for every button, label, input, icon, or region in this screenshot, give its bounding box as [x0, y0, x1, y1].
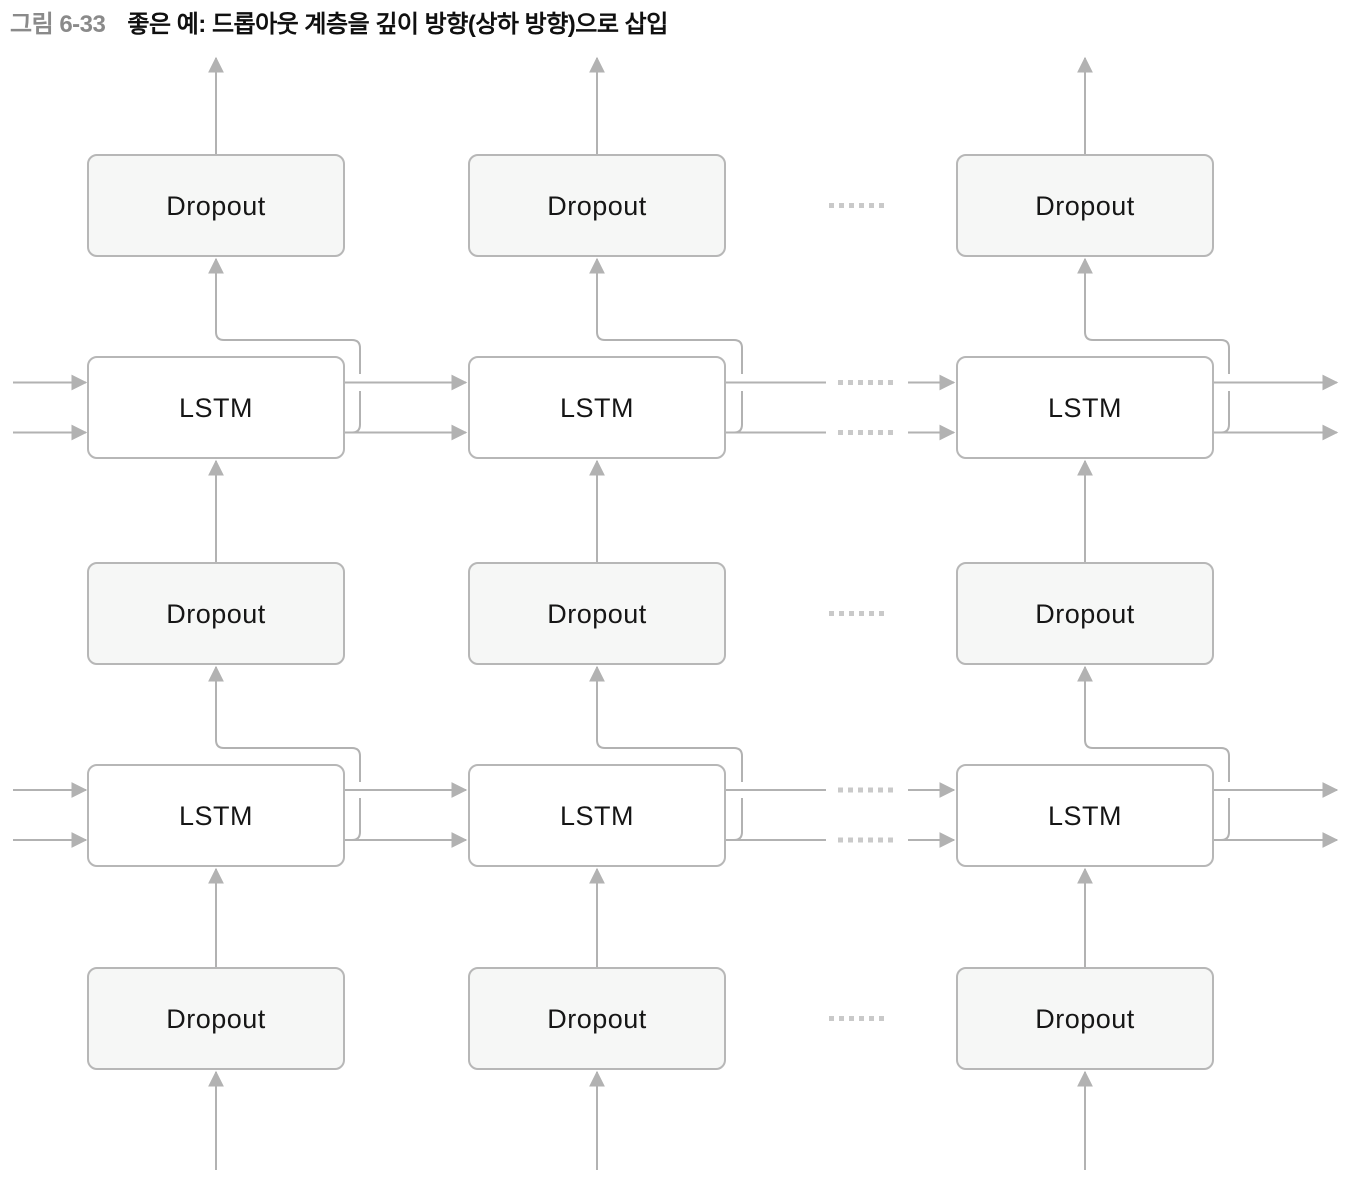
dropout-box — [468, 154, 726, 257]
lstm-label: LSTM — [179, 801, 253, 831]
lstm-to-dropout-elbow — [208, 665, 361, 841]
figure-caption: 좋은 예: 드롭아웃 계층을 깊이 방향(상하 방향)으로 삽입 — [127, 11, 668, 38]
dropout-box — [87, 967, 345, 1070]
row-dropout-2: Dropout Dropout Dropout — [87, 562, 1214, 665]
lstm-to-dropout-elbow — [208, 257, 361, 434]
lstm-to-dropout-elbow — [1077, 257, 1230, 434]
lstm-to-dropout-elbow — [589, 257, 743, 434]
lstm-box — [956, 764, 1214, 867]
figure-caption-row: 그림 6-33 좋은 예: 드롭아웃 계층을 깊이 방향(상하 방향)으로 삽입 — [10, 8, 668, 42]
depth-arrows — [208, 56, 1093, 1170]
dropout-row-ellipses — [829, 203, 884, 1021]
lstm-label: LSTM — [1048, 393, 1122, 423]
dropout-label: Dropout — [547, 1004, 647, 1034]
dropout-label: Dropout — [166, 191, 266, 221]
dropout-box — [956, 154, 1214, 257]
lstm-box — [468, 356, 726, 459]
dropout-label: Dropout — [166, 1004, 266, 1034]
dropout-label: Dropout — [1035, 191, 1135, 221]
dropout-box — [956, 562, 1214, 665]
row-dropout-3: Dropout Dropout Dropout — [87, 967, 1214, 1070]
lstm-box — [468, 764, 726, 867]
row-lstm-1: LSTM LSTM LSTM — [87, 356, 1214, 459]
lstm-to-dropout-elbows — [208, 257, 1230, 841]
lstm-label: LSTM — [560, 801, 634, 831]
row-lstm-2: LSTM LSTM LSTM — [87, 764, 1214, 867]
lstm-to-dropout-elbow — [589, 665, 743, 841]
lstm-label: LSTM — [1048, 801, 1122, 831]
dropout-label: Dropout — [166, 599, 266, 629]
figure-number-label: 그림 6-33 — [10, 11, 106, 38]
recurrent-arrows-row2 — [13, 374, 1339, 441]
dropout-label: Dropout — [1035, 599, 1135, 629]
lstm-box — [87, 356, 345, 459]
lstm-box — [956, 356, 1214, 459]
lstm-to-dropout-elbow — [1077, 665, 1230, 841]
lstm-label: LSTM — [560, 393, 634, 423]
dropout-label: Dropout — [1035, 1004, 1135, 1034]
dropout-box — [87, 562, 345, 665]
dropout-box — [468, 562, 726, 665]
dropout-label: Dropout — [547, 599, 647, 629]
dropout-box — [87, 154, 345, 257]
dropout-box — [468, 967, 726, 1070]
dropout-box — [956, 967, 1214, 1070]
lstm-label: LSTM — [179, 393, 253, 423]
dropout-label: Dropout — [547, 191, 647, 221]
row-dropout-1: Dropout Dropout Dropout — [87, 154, 1214, 257]
recurrent-arrows-row4 — [13, 782, 1339, 848]
lstm-box — [87, 764, 345, 867]
